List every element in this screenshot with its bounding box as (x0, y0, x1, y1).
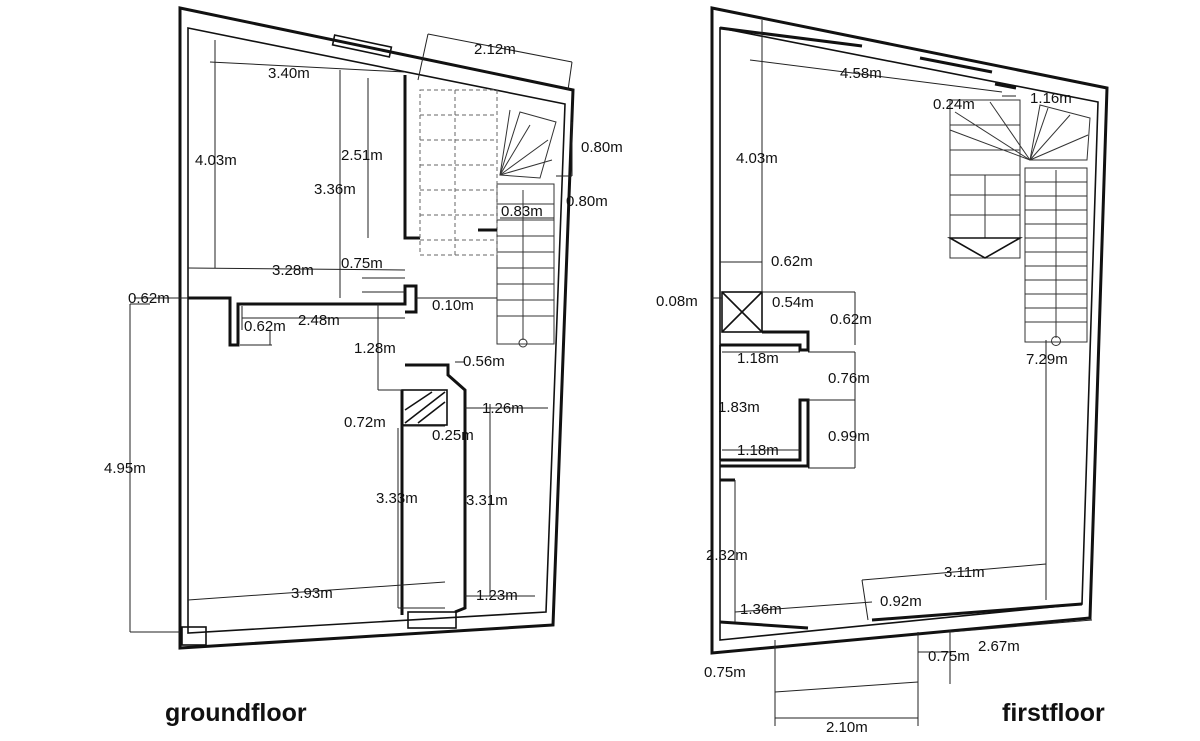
firstfloor-title: firstfloor (1002, 699, 1105, 727)
dim-label: 0.83m (501, 203, 543, 220)
dim-label: 0.75m (341, 255, 383, 272)
dim-label: 0.24m (933, 96, 975, 113)
firstfloor-stairs (946, 99, 1091, 346)
dim-label: 0.62m (830, 311, 872, 328)
dim-label: 3.93m (291, 585, 333, 602)
groundfloor-stairs (419, 89, 557, 348)
dim-label: 1.23m (476, 587, 518, 604)
dim-label: 0.62m (771, 253, 813, 270)
groundfloor-title: groundfloor (165, 699, 307, 727)
dim-label: 3.31m (466, 492, 508, 509)
dim-label: 0.62m (128, 290, 170, 307)
dim-label: 2.32m (706, 547, 748, 564)
dim-label: 4.58m (840, 65, 882, 82)
dim-label: 0.72m (344, 414, 386, 431)
dim-label: 7.29m (1026, 351, 1068, 368)
dim-label: 0.75m (928, 648, 970, 665)
dim-label: 4.95m (104, 460, 146, 477)
firstfloor-dimension-lines (712, 20, 1093, 726)
dim-label: 1.36m (740, 601, 782, 618)
groundfloor-dimension-lines (129, 33, 573, 633)
dim-label: 1.18m (737, 350, 779, 367)
groundfloor-walls (178, 6, 575, 650)
dim-label: 2.12m (474, 41, 516, 58)
dim-label: 3.40m (268, 65, 310, 82)
groundfloor-plan: 3.40m 4.03m 2.12m 2.51m 3.36m 0.80m 0.80… (104, 6, 623, 727)
dim-label: 1.16m (1030, 90, 1072, 107)
dim-label: 1.18m (737, 442, 779, 459)
dim-label: 0.10m (432, 297, 474, 314)
dim-label: 1.28m (354, 340, 396, 357)
dim-label: 0.92m (880, 593, 922, 610)
dim-label: 2.51m (341, 147, 383, 164)
dim-label: 0.25m (432, 427, 474, 444)
dim-label: 3.28m (272, 262, 314, 279)
groundfloor-dimension-labels: 3.40m 4.03m 2.12m 2.51m 3.36m 0.80m 0.80… (104, 41, 623, 604)
dim-label: 0.08m (656, 293, 698, 310)
dim-label: 0.76m (828, 370, 870, 387)
dim-label: 1.26m (482, 400, 524, 417)
dim-label: 1.83m (718, 399, 760, 416)
dim-label: 4.03m (736, 150, 778, 167)
dim-label: 2.10m (826, 719, 868, 736)
dim-label: 3.11m (944, 564, 985, 581)
dim-label: 0.54m (772, 294, 814, 311)
dim-label: 3.36m (314, 181, 356, 198)
dim-label: 0.56m (463, 353, 505, 370)
firstfloor-walls (710, 6, 1109, 655)
firstfloor-dimension-labels: 4.58m 0.24m 1.16m 4.03m 0.62m 0.08m 0.54… (656, 65, 1072, 736)
dim-label: 0.80m (581, 139, 623, 156)
dim-label: 2.67m (978, 638, 1020, 655)
dim-label: 2.48m (298, 312, 340, 329)
dim-label: 3.33m (376, 490, 418, 507)
firstfloor-plan: 4.58m 0.24m 1.16m 4.03m 0.62m 0.08m 0.54… (656, 6, 1109, 736)
dim-label: 0.75m (704, 664, 746, 681)
dim-label: 4.03m (195, 152, 237, 169)
dim-label: 0.80m (566, 193, 608, 210)
dim-label: 0.99m (828, 428, 870, 445)
dim-label: 0.62m (244, 318, 286, 335)
